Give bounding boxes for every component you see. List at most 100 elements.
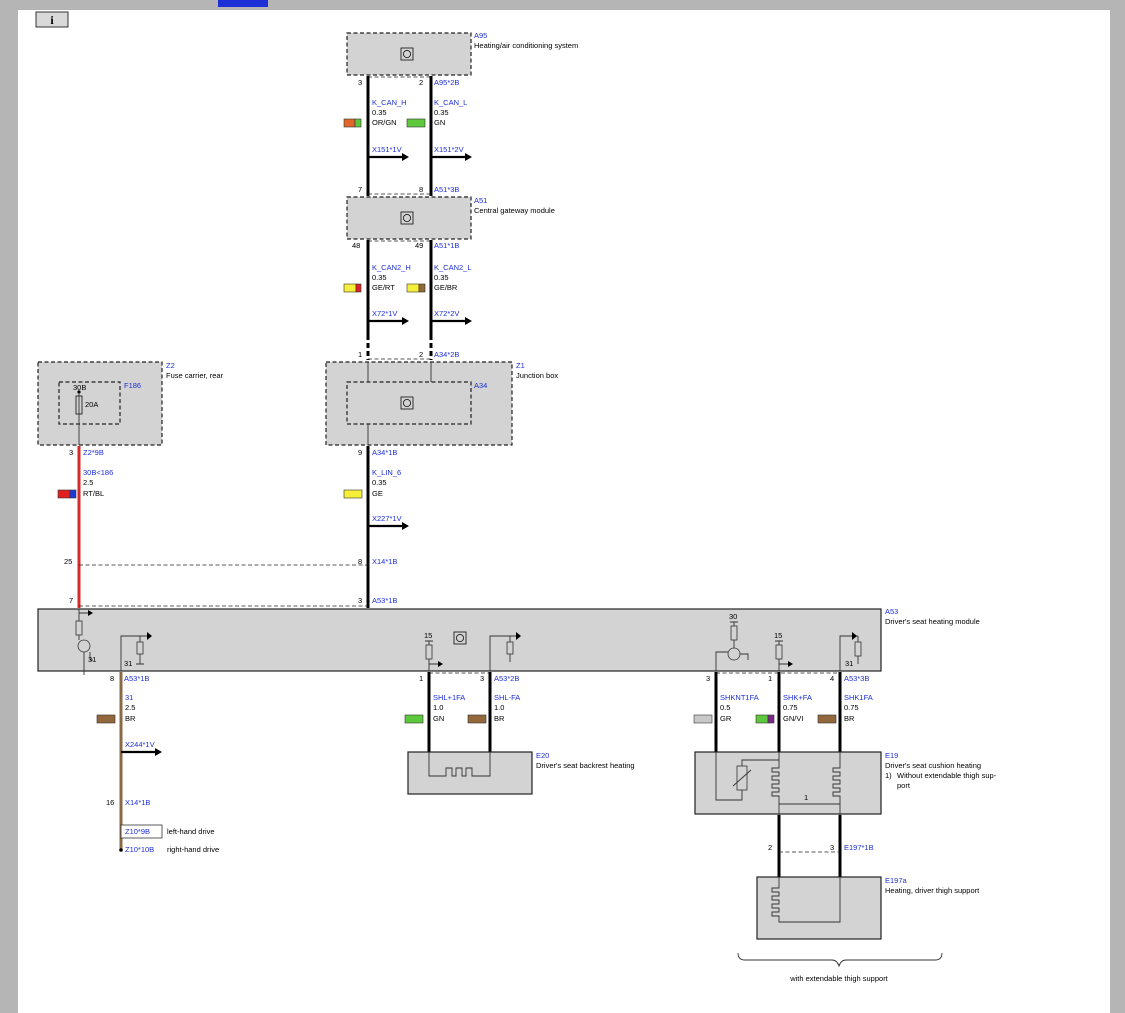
wire-label: 2.5 [125, 703, 135, 712]
wire-label: SHL+1FA [433, 693, 465, 702]
ecu-icon [453, 631, 467, 645]
branch-arrow [368, 522, 409, 530]
module-z2[interactable] [37, 361, 163, 446]
variant-note: with extendable thigh support [789, 974, 888, 983]
a51-id: A51 [474, 196, 487, 205]
pin-label: 8 [419, 185, 423, 194]
wire-label: GN [434, 118, 445, 127]
pin-label: 2 [419, 350, 423, 359]
pin-label: 1 [358, 350, 362, 359]
connector-label: X244*1V [125, 740, 155, 749]
pin-label: 48 [352, 241, 360, 250]
z1-name: Junction box [516, 371, 558, 380]
internal-circuit [715, 621, 862, 671]
pin-label: 3 [830, 843, 834, 852]
wire-label: BR [844, 714, 855, 723]
connector-label: X14*1B [125, 798, 150, 807]
wire-label: 0.35 [434, 273, 449, 282]
a95-connector: A95*2B [434, 78, 459, 87]
heating-element-icon [771, 877, 841, 923]
pin-label: 49 [415, 241, 423, 250]
wire-label: 0.35 [372, 273, 387, 282]
wire-label: BR [125, 714, 136, 723]
branch-arrow [368, 153, 472, 161]
z2-connector: Z2*9B [83, 448, 104, 457]
a51-connector-bottom: A51*1B [434, 241, 459, 250]
module-a51[interactable] [346, 196, 472, 240]
a53-connector-2: A53*2B [494, 674, 519, 683]
wire-label: GN/VI [783, 714, 803, 723]
e19-name: Driver's seat cushion heating [885, 761, 981, 770]
pin-label: 25 [64, 557, 72, 566]
pin-label: 7 [69, 596, 73, 605]
wire-label: K_CAN2_L [434, 263, 472, 272]
connector-label: Z10*9B [125, 827, 150, 836]
wire-label: GE [372, 489, 383, 498]
color-swatch-ge-rt [343, 283, 362, 293]
fuse-rating-label: 20A [85, 400, 98, 409]
color-swatch-br [467, 714, 487, 724]
wire-label: 1.0 [433, 703, 443, 712]
color-swatch-gn-vi [755, 714, 775, 724]
wire-label: SHK1FA [844, 693, 873, 702]
module-e197a[interactable] [756, 876, 882, 940]
info-icon: i [50, 13, 54, 27]
pin-label: 3 [69, 448, 73, 457]
color-swatch-ge [343, 489, 363, 499]
ecu-icon [400, 396, 414, 410]
wire-label: 30B<186 [83, 468, 113, 477]
branch-arrow [368, 317, 472, 325]
wire-label: 1.0 [494, 703, 504, 712]
info-button[interactable]: i [35, 11, 69, 28]
wire-label: 31 [125, 693, 133, 702]
color-swatch-gr [693, 714, 713, 724]
pin-label: 8 [358, 557, 362, 566]
variant-label: left-hand drive [167, 827, 215, 836]
sensor-icon [715, 752, 779, 801]
e197a-name: Heating, driver thigh support [885, 886, 980, 895]
wire-label: 0.35 [372, 108, 387, 117]
ecu-icon [400, 47, 414, 61]
wire-label: 0.5 [720, 703, 730, 712]
z1-id: Z1 [516, 361, 525, 370]
variant-label: right-hand drive [167, 845, 219, 854]
wire-label: SHKNT1FA [720, 693, 759, 702]
module-a53[interactable] [37, 608, 882, 675]
a53-connector-3: A53*3B [844, 674, 869, 683]
left-frame [0, 0, 18, 1013]
e20-name: Driver's seat backrest heating [536, 761, 635, 770]
a53-id: A53 [885, 607, 898, 616]
a95-id: A95 [474, 31, 487, 40]
pin-label: 2 [768, 843, 772, 852]
z1-connector-bottom: A34*1B [372, 448, 397, 457]
module-z1[interactable] [325, 361, 513, 446]
internal-label: 15 [774, 631, 782, 640]
a51-name: Central gateway module [474, 206, 555, 215]
wire-label: SHL-FA [494, 693, 520, 702]
f186-id: F186 [124, 381, 141, 390]
wire-label: RT/BL [83, 489, 104, 498]
e19-id: E19 [885, 751, 898, 760]
internal-label: 31 [124, 659, 132, 668]
z2-id: Z2 [166, 361, 175, 370]
pin-label: 2 [419, 78, 423, 87]
a53-connector-1: A53*1B [124, 674, 149, 683]
z2-name: Fuse carrier, rear [166, 371, 224, 380]
wire-label: BR [494, 714, 505, 723]
wire-label: K_LIN_6 [372, 468, 401, 477]
module-e19[interactable] [694, 751, 882, 816]
module-e20[interactable] [407, 751, 533, 795]
fuse-input-label: 30B [73, 383, 86, 392]
branch-arrow [121, 748, 162, 756]
connector-label: Z10*10B [125, 845, 154, 854]
wire-label: 0.35 [372, 478, 387, 487]
internal-circuit [75, 609, 152, 675]
color-swatch-rt-bl [57, 489, 77, 499]
wire-label: 0.75 [844, 703, 859, 712]
wire-label: K_CAN2_H [372, 263, 411, 272]
module-a95[interactable] [346, 32, 472, 76]
wire-label: K_CAN_L [434, 98, 467, 107]
wire-label: GE/RT [372, 283, 395, 292]
a34-id: A34 [474, 381, 487, 390]
top-frame [0, 0, 1125, 10]
